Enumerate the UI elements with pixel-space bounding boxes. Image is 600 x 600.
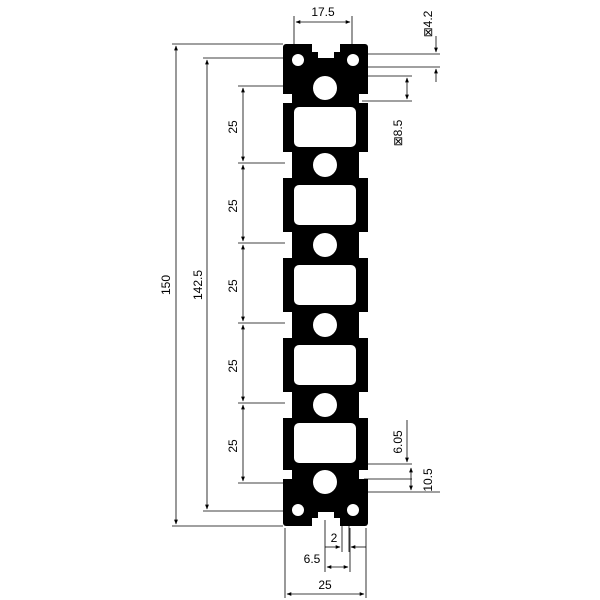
center-hole <box>313 76 337 100</box>
dimension-wall-thickness: 2 <box>325 520 366 552</box>
pitch-label: 25 <box>226 359 240 373</box>
dimension-center-hole: ⊠8.5 <box>362 75 412 146</box>
profile-width-label: 25 <box>318 578 332 592</box>
dimension-slot-depth: 6.05 <box>364 420 412 480</box>
pitch-label: 25 <box>226 439 240 453</box>
center-hole-label: ⊠8.5 <box>391 119 405 146</box>
center-hole <box>313 393 337 417</box>
cavity <box>294 265 356 305</box>
dimension-top-width: 17.5 <box>293 5 353 46</box>
cavity <box>294 185 356 225</box>
center-hole <box>313 153 337 177</box>
dimension-profile-width: 25 <box>284 528 367 598</box>
aluminium-profile <box>283 44 368 526</box>
center-hole <box>313 233 337 257</box>
slot-depth-label: 6.05 <box>391 430 405 454</box>
overall-height-label: 150 <box>159 275 173 295</box>
dimension-slot-span: 142.5 <box>191 57 290 512</box>
pitch-label: 25 <box>226 199 240 213</box>
corner-hole-top-left <box>292 54 304 66</box>
corner-hole-top-right <box>347 54 359 66</box>
cavity <box>294 345 356 385</box>
cavity <box>294 107 356 147</box>
pitch-label: 25 <box>226 279 240 293</box>
dimension-pitch-chain: 25 25 25 25 25 <box>226 85 285 484</box>
pitch-label: 25 <box>226 120 240 134</box>
corner-hole-bottom-right <box>347 504 359 516</box>
slot-span-label: 142.5 <box>191 270 205 300</box>
wall-thickness-label: 2 <box>331 531 338 545</box>
slot-offset-label: 6.5 <box>304 552 321 566</box>
dimension-overall-height: 150 <box>159 43 283 527</box>
dimension-slot-height: 10.5 <box>364 467 440 493</box>
center-hole <box>313 470 337 494</box>
dimension-slot-offset: 6.5 <box>304 520 351 572</box>
corner-hole-bottom-left <box>292 504 304 516</box>
corner-hole-label: ⊠4.2 <box>421 10 435 37</box>
top-width-label: 17.5 <box>311 5 335 19</box>
cavity <box>294 423 356 463</box>
dimension-corner-hole: ⊠4.2 <box>360 10 440 82</box>
center-hole <box>313 313 337 337</box>
slot-height-label: 10.5 <box>421 468 435 492</box>
